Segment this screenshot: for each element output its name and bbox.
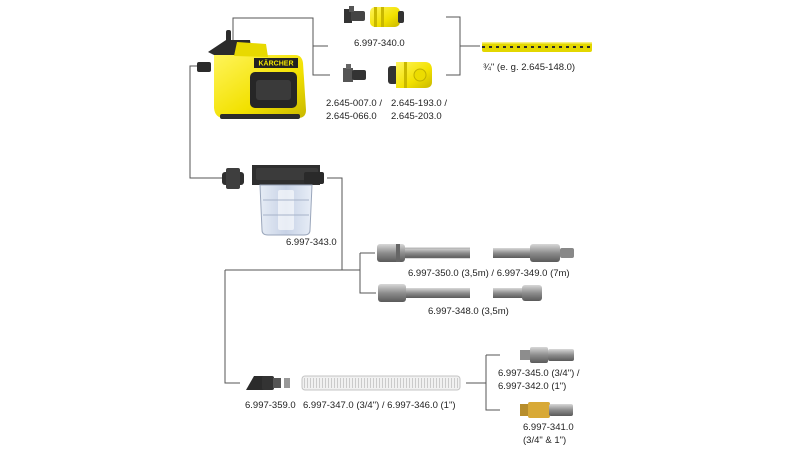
pump-filter-icon [222,165,324,236]
hose-connector-threaded-icon [520,347,574,363]
aqua-stop-coupling-icon [388,62,432,88]
brass-hose-connector-icon [520,402,573,418]
label-coupling-set: 6.997-340.0 [354,38,405,49]
label-adapters-left-2: 2.645-066.0 [326,111,377,122]
label-adapters-right-2: 2.645-203.0 [391,111,442,122]
label-connector-b-2: (3/4" & 1") [523,435,567,446]
thread-adapter-icon [343,64,366,82]
label-spiral-hose: 6.997-347.0 (3/4") / 6.997-346.0 (1") [303,400,456,411]
suction-hose-short-icon [378,284,542,302]
label-connector-b-1: 6.997-341.0 [523,422,574,433]
hose-coupling-icon [370,7,404,27]
garden-hose-icon [482,42,592,52]
garden-pump: KÄRCHER [197,30,306,119]
connector-lines [189,16,500,411]
label-garden-hose: ¾" (e. g. 2.645-148.0) [483,62,576,73]
label-adapters-left-1: 2.645-007.0 / [326,98,382,109]
label-suction-hose-short: 6.997-348.0 (3,5m) [428,306,509,317]
label-filter: 6.997-343.0 [286,237,337,248]
label-connector-a-2: 6.997-342.0 (1") [498,381,567,392]
spiral-suction-hose-icon [301,375,461,391]
label-suction-hose-long: 6.997-350.0 (3,5m) / 6.997-349.0 (7m) [408,268,570,279]
suction-filter-icon [246,376,290,390]
label-connector-a-1: 6.997-345.0 (3/4") / [498,368,580,379]
label-adapters-right-1: 2.645-193.0 / [391,98,447,109]
label-check-valve: 6.997-359.0 [245,400,296,411]
tap-connector-icon [344,6,365,23]
suction-hose-long-icon [377,244,574,262]
pump-brand-text: KÄRCHER [259,60,294,68]
